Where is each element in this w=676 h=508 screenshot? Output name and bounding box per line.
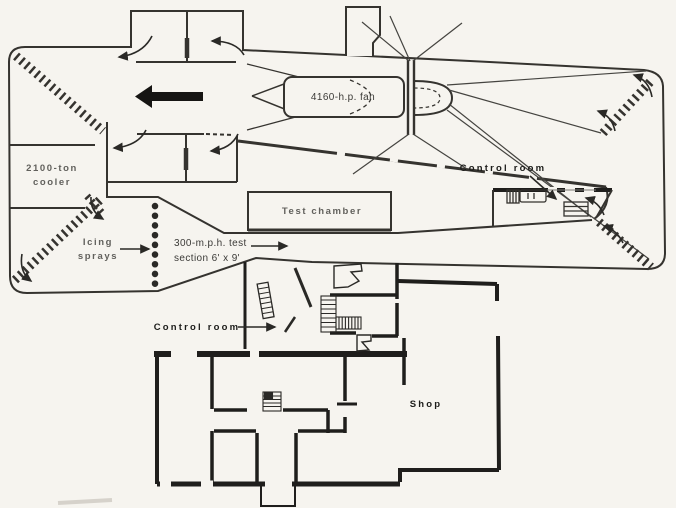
- vanes-bottom-right: [596, 218, 654, 271]
- control-room-upper-label-text: Control room: [459, 163, 547, 174]
- scan-artifact: [57, 498, 113, 505]
- test-section-label-line2: section 6' x 9': [174, 252, 240, 264]
- fan-spinner-dome: [413, 80, 454, 116]
- cooler-label-line2: cooler: [32, 176, 72, 188]
- fan-label-text: 4160-h.p. fan: [310, 92, 376, 103]
- shop-top-wall: [397, 279, 498, 286]
- door-leaf-1: [293, 267, 313, 308]
- fan-disc-dashed: [349, 79, 372, 115]
- tunnel-outer-wall: [7, 6, 667, 295]
- cr-upper-equipment: [563, 201, 589, 217]
- roof-stack: [345, 6, 381, 56]
- cooler-label-line1: 2100-ton: [26, 163, 78, 174]
- label-arrows: [120, 175, 558, 332]
- shop-label: Shop: [396, 398, 456, 412]
- shop-right-wall: [495, 284, 501, 471]
- control-room-lower-label: Control room: [152, 321, 242, 335]
- fan-label: 4160-h.p. fan: [293, 91, 393, 105]
- cr-lower-furniture: [256, 263, 372, 412]
- tunnel-inner-walls: [9, 11, 609, 234]
- cr-upper-console: [506, 189, 547, 204]
- door-swing-bottom: [356, 334, 372, 352]
- icing-label-line1: Icing: [82, 237, 114, 248]
- buildings: [154, 262, 501, 507]
- airflow-arrows: [20, 35, 653, 282]
- vanes-top-left: [13, 52, 106, 135]
- fan-motor-nacelle: [283, 76, 405, 118]
- vanes-top-right: [599, 77, 655, 137]
- cr-upper-label-arrow: [529, 175, 558, 201]
- test-section-label: 300-m.p.h. test section 6' x 9': [174, 237, 264, 266]
- fan-assembly: [246, 15, 650, 260]
- interior-partitions: [210, 338, 406, 482]
- test-chamber-box: [247, 191, 392, 232]
- test-chamber-label-text: Test chamber: [281, 206, 363, 217]
- door-leaf-2: [283, 316, 297, 333]
- cr-lower-console: [256, 281, 275, 320]
- icing-sprays-label: Icing sprays: [70, 236, 126, 263]
- fan-disk: [406, 60, 416, 135]
- door-gaps: [160, 350, 292, 488]
- staircase-small: [262, 391, 282, 412]
- test-section-label-line1: 300-m.p.h. test: [174, 238, 247, 249]
- shop-label-text: Shop: [409, 399, 443, 410]
- icing-label-line2: sprays: [77, 250, 119, 262]
- shop-bottom-wall: [398, 468, 499, 482]
- cooler-label: 2100-ton cooler: [10, 162, 94, 189]
- return-flow-bold-arrow: [135, 85, 203, 108]
- control-room-lower-label-text: Control room: [153, 322, 241, 333]
- test-chamber-label: Test chamber: [262, 205, 382, 219]
- entrance-vestibule: [260, 484, 296, 507]
- staircase-main: [320, 295, 362, 333]
- door-swing-top: [333, 263, 363, 289]
- control-room-upper-label: Control room: [458, 162, 548, 176]
- fan-blade-lines: [352, 15, 650, 260]
